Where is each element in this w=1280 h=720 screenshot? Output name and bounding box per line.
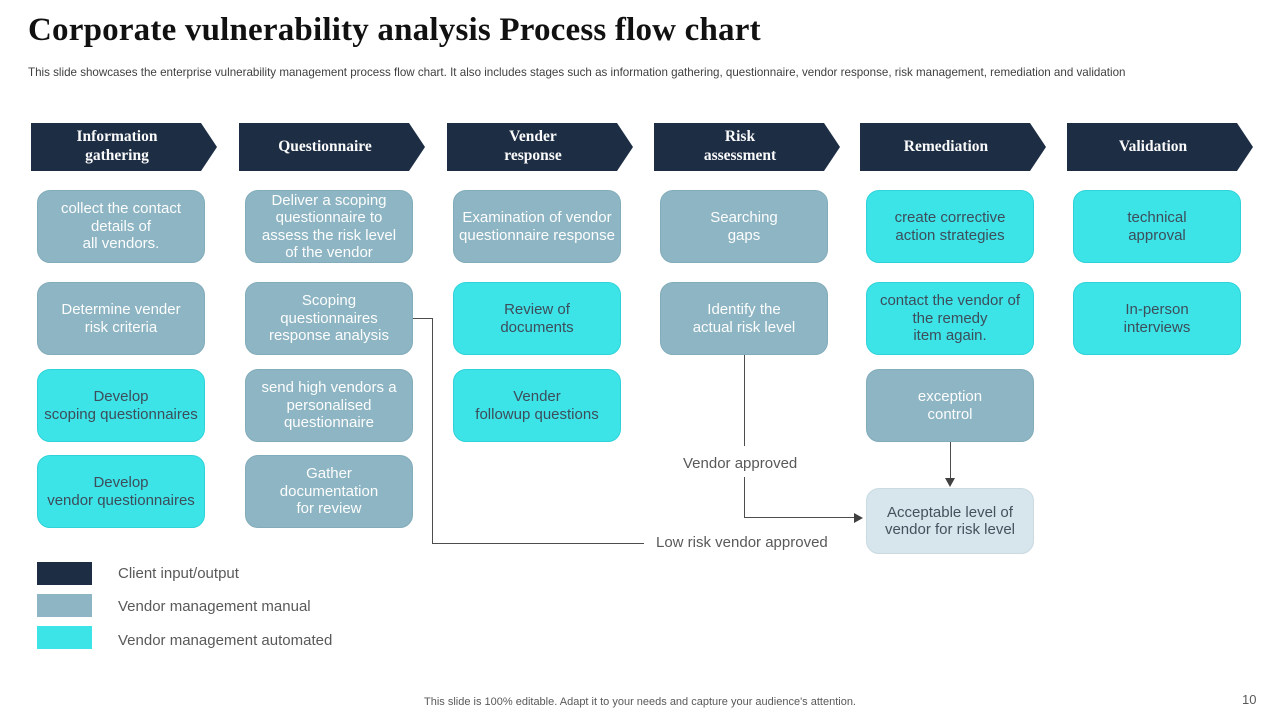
arrow-down-icon (945, 478, 955, 487)
process-box: Develop scoping questionnaires (37, 369, 205, 442)
connector-line (744, 355, 746, 446)
stage-header-risk-assessment: Risk assessment (654, 123, 840, 171)
stage-header-label: Validation (1118, 137, 1188, 155)
page-number: 10 (1242, 692, 1257, 707)
legend-swatch-vendor-management-manual (37, 594, 92, 617)
connector-line (432, 318, 434, 544)
process-box: Identify the actual risk level (660, 282, 828, 355)
stage-header-label: Vender response (504, 128, 562, 164)
stage-header-label: Questionnaire (278, 137, 372, 155)
stage-header-validation: Validation (1067, 123, 1253, 171)
stage-header-remediation: Remediation (860, 123, 1046, 171)
stage-header-information-gathering: Information gathering (31, 123, 217, 171)
process-box: Deliver a scoping questionnaire to asses… (245, 190, 413, 263)
process-box: Develop vendor questionnaires (37, 455, 205, 528)
connector-label-vendor-approved: Vendor approved (683, 455, 798, 472)
process-box: Scoping questionnaires response analysis (245, 282, 413, 355)
page-title: Corporate vulnerability analysis Process… (28, 12, 761, 48)
legend-swatch-vendor-management-automated (37, 626, 92, 649)
connector-line (744, 477, 746, 518)
process-box: technical approval (1073, 190, 1241, 263)
connector-line (432, 543, 644, 545)
connector-line (413, 318, 432, 320)
legend-label: Vendor management automated (118, 632, 333, 649)
stage-header-label: Information gathering (76, 128, 158, 164)
process-box-acceptable-level: Acceptable level of vendor for risk leve… (866, 488, 1034, 554)
connector-line (744, 517, 854, 519)
process-box: send high vendors a personalised questio… (245, 369, 413, 442)
process-box: Searching gaps (660, 190, 828, 263)
footer-note: This slide is 100% editable. Adapt it to… (424, 696, 856, 708)
process-box: Vender followup questions (453, 369, 621, 442)
process-box: create corrective action strategies (866, 190, 1034, 263)
slide-subtitle: This slide showcases the enterprise vuln… (28, 66, 1126, 79)
stage-header-vender-response: Vender response (447, 123, 633, 171)
connector-line (950, 442, 952, 479)
process-box: Review of documents (453, 282, 621, 355)
process-box: Examination of vendor questionnaire resp… (453, 190, 621, 263)
stage-header-label: Risk assessment (703, 128, 777, 164)
arrow-right-icon (854, 513, 863, 523)
process-box: In-person interviews (1073, 282, 1241, 355)
legend-label: Vendor management manual (118, 598, 311, 615)
stage-header-questionnaire: Questionnaire (239, 123, 425, 171)
process-box: Determine vender risk criteria (37, 282, 205, 355)
process-box: contact the vendor of the remedy item ag… (866, 282, 1034, 355)
legend-label: Client input/output (118, 565, 239, 582)
process-box: exception control (866, 369, 1034, 442)
process-box: collect the contact details of all vendo… (37, 190, 205, 263)
process-box: Gather documentation for review (245, 455, 413, 528)
stage-header-label: Remediation (903, 137, 989, 155)
connector-label-low-risk-vendor-approved: Low risk vendor approved (656, 534, 828, 551)
legend-swatch-client-input-output (37, 562, 92, 585)
